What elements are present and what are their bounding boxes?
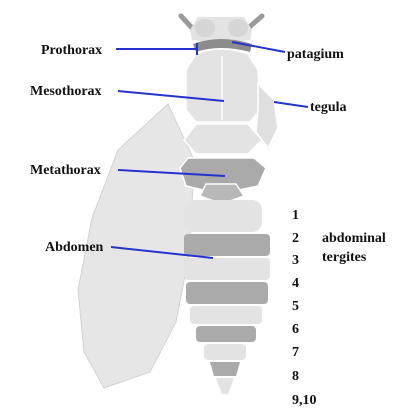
tergite-3 bbox=[184, 258, 270, 280]
tergite-number: 4 bbox=[292, 276, 299, 291]
tergite-4 bbox=[186, 282, 268, 304]
label-mesothorax: Mesothorax bbox=[30, 84, 102, 99]
tergite-5 bbox=[190, 306, 262, 324]
head-eye-right bbox=[228, 19, 248, 37]
label-abdomen: Abdomen bbox=[45, 240, 104, 255]
tergite-number: 7 bbox=[292, 345, 299, 360]
tergite-7 bbox=[204, 344, 246, 360]
tergite-number: 3 bbox=[292, 253, 299, 268]
label-tergites: tergites bbox=[322, 250, 367, 265]
scutellum bbox=[184, 124, 262, 154]
tergite-1 bbox=[184, 200, 262, 232]
label-metathorax: Metathorax bbox=[30, 163, 101, 178]
label-patagium: patagium bbox=[287, 47, 344, 62]
label-tegula: tegula bbox=[310, 100, 347, 115]
tergite-number: 9,10 bbox=[292, 393, 317, 408]
tergite-number: 8 bbox=[292, 369, 299, 384]
mesothorax-plate bbox=[186, 49, 260, 122]
head-eye-left bbox=[195, 19, 215, 37]
label-abdominal: abdominal bbox=[322, 231, 386, 246]
leader-tegula bbox=[274, 102, 308, 107]
tergite-8 bbox=[210, 362, 240, 376]
tergite-number: 2 bbox=[292, 231, 299, 246]
tergite-number: 1 bbox=[292, 208, 299, 223]
tergite-9-10 bbox=[216, 378, 234, 394]
tergite-number: 6 bbox=[292, 322, 299, 337]
tergite-6 bbox=[196, 326, 256, 342]
tergite-2 bbox=[184, 234, 270, 256]
label-prothorax: Prothorax bbox=[41, 43, 102, 58]
tergite-number: 5 bbox=[292, 299, 299, 314]
